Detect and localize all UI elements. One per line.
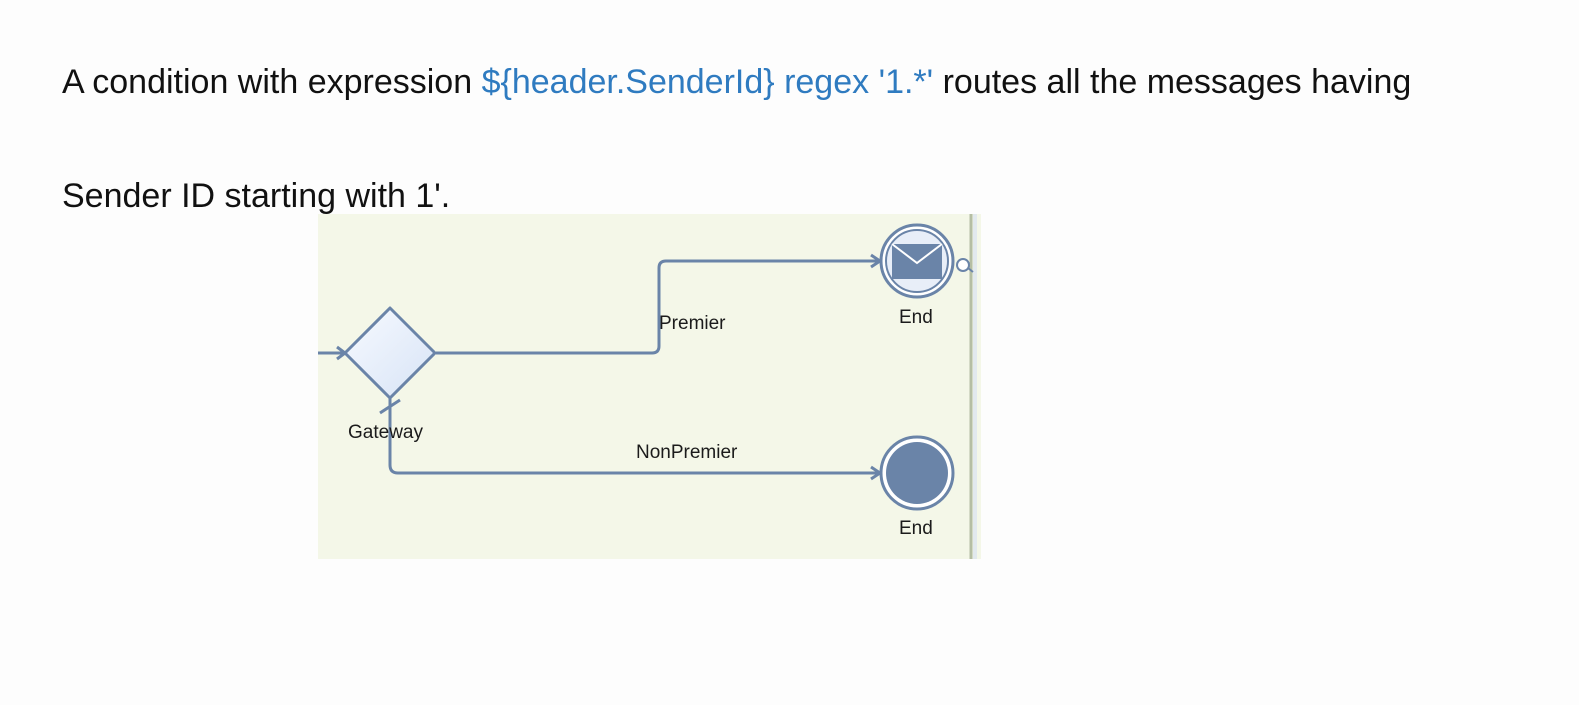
condition-expression: ${header.SenderId} regex '1.*' xyxy=(481,63,934,101)
process-diagram-canvas: Gateway Premier NonPremier End End xyxy=(318,214,977,559)
end-event-icon[interactable] xyxy=(879,435,955,511)
description-line-1: A condition with expression ${header.Sen… xyxy=(62,62,1411,102)
premier-sequence-flow[interactable] xyxy=(436,253,882,355)
nonpremier-flow-label: NonPremier xyxy=(636,442,738,463)
description-line-2: Sender ID starting with 1'. xyxy=(62,177,451,215)
envelope-end-event-icon[interactable] xyxy=(879,223,974,299)
incoming-sequence-flow[interactable] xyxy=(318,345,347,361)
description-suffix: routes all the messages having xyxy=(933,63,1412,101)
diamond-gateway-icon[interactable] xyxy=(343,306,437,400)
gateway-label: Gateway xyxy=(348,422,423,443)
premier-flow-label: Premier xyxy=(659,313,726,334)
process-diagram: Gateway Premier NonPremier End End xyxy=(318,214,981,559)
attachment-connector-icon xyxy=(956,258,970,272)
description-prefix: A condition with expression xyxy=(62,63,482,101)
default-flow-marker xyxy=(379,398,401,415)
end-message-label: End xyxy=(899,307,933,328)
end-plain-label: End xyxy=(899,518,933,539)
nonpremier-sequence-flow[interactable] xyxy=(379,398,882,481)
